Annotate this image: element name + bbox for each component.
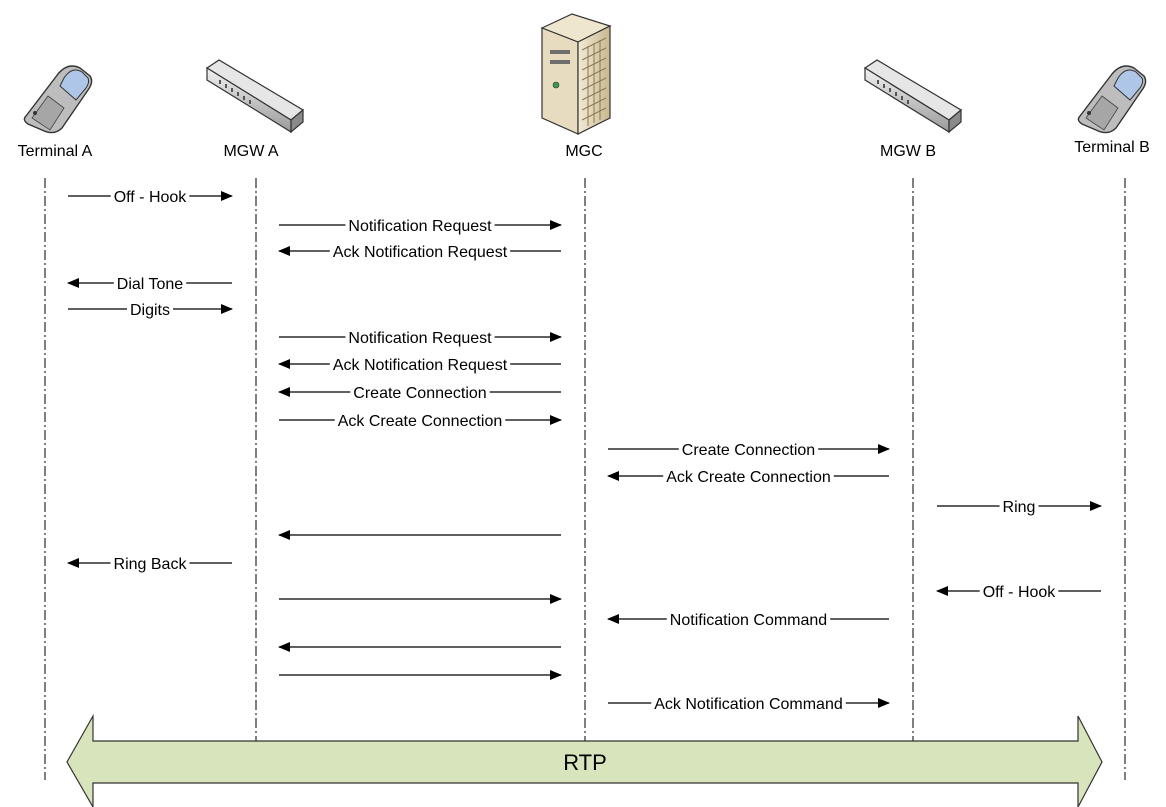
message-5: Notification Request	[279, 330, 562, 347]
participant-label-terminal-b: Terminal B	[1074, 139, 1150, 156]
message-1: Notification Request	[279, 218, 562, 235]
mgw-b-gateway-icon	[863, 59, 963, 134]
message-label: Ack Notification Request	[333, 357, 508, 374]
message-label: Notification Request	[348, 218, 492, 235]
message-6: Ack Notification Request	[278, 357, 561, 374]
lifelines	[44, 178, 1126, 780]
message-label: Digits	[130, 302, 170, 319]
message-10: Ack Create Connection	[607, 469, 889, 486]
message-label: Ring	[1003, 499, 1036, 516]
message-label: Ring Back	[114, 556, 188, 573]
message-3: Dial Tone	[67, 276, 232, 293]
message-label: Ack Notification Command	[654, 696, 843, 713]
message-label: Off - Hook	[114, 189, 188, 206]
message-label: Dial Tone	[117, 276, 184, 293]
participant-label-terminal-a: Terminal A	[18, 143, 93, 160]
message-8: Ack Create Connection	[279, 413, 562, 430]
message-label: Ack Create Connection	[666, 469, 831, 486]
participant-label-mgw-b: MGW B	[880, 143, 936, 160]
message-label: Create Connection	[682, 442, 815, 459]
message-0: Off - Hook	[68, 189, 233, 206]
message-label: Off - Hook	[983, 584, 1057, 601]
message-7: Create Connection	[278, 385, 561, 402]
message-14: Off - Hook	[936, 584, 1101, 601]
message-label: Notification Command	[670, 612, 827, 629]
message-label: Create Connection	[353, 385, 486, 402]
participant-label-mgw-a: MGW A	[223, 143, 278, 160]
message-label: Ack Notification Request	[333, 244, 508, 261]
message-11: Ring	[937, 499, 1102, 516]
message-16: Notification Command	[607, 612, 889, 629]
mgc-server-icon	[540, 13, 612, 135]
message-4: Digits	[68, 302, 233, 319]
terminal-a-phone-icon	[23, 65, 93, 134]
terminal-b-phone-icon	[1077, 65, 1147, 134]
message-2: Ack Notification Request	[278, 244, 561, 261]
rtp-media-stream-arrow	[66, 713, 1103, 807]
message-label: Ack Create Connection	[338, 413, 503, 430]
message-13: Ring Back	[67, 556, 232, 573]
rtp-label: RTP	[563, 750, 607, 775]
message-19: Ack Notification Command	[608, 696, 890, 713]
mgw-a-gateway-icon	[205, 59, 305, 134]
message-label: Notification Request	[348, 330, 492, 347]
participant-label-mgc: MGC	[565, 143, 602, 160]
message-9: Create Connection	[608, 442, 890, 459]
